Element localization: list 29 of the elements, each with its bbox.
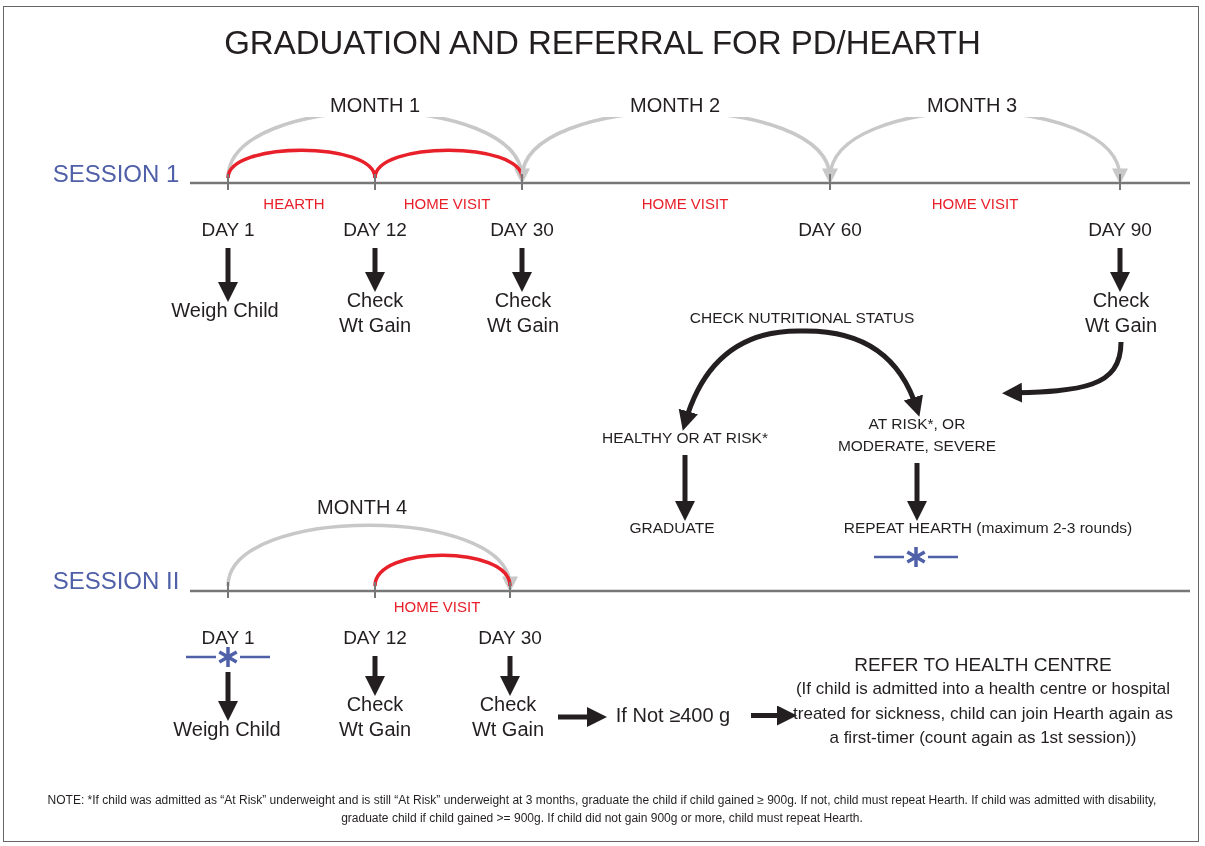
day-label: DAY 30 [489,218,555,242]
paragraph: (If child is admitted into a health centre or hospital treated for sickness, child can join Hearth again as a first-timer (count again as 1st session)) [793,678,1173,749]
status-label: GRADUATE [617,517,727,539]
day-label: DAY 12 [342,218,408,242]
day-label: DAY 90 [1087,218,1153,242]
step-label: Check Wt Gain [333,288,417,338]
title: GRADUATION AND REFERRAL FOR PD/HEARTH [223,24,982,62]
status-label: HEALTHY OR AT RISK* [595,427,775,449]
status-label: AT RISK*, OR MODERATE, SEVERE [832,413,1002,457]
status-label: REPEAT HEARTH (maximum 2-3 rounds) [828,517,1148,539]
step-label: Check Wt Gain [481,288,565,338]
session-label: SESSION 1 [51,160,181,188]
day-label: DAY 1 [200,218,256,242]
day-label: DAY 30 [477,626,543,650]
note: NOTE: *If child was admitted as “At Risk” underweight and is still “At Risk” underweight at 3 months, graduate the child if child gained ≥ 900g. If not, child must repeat Hearth. If child was admitted with disability, graduate child if child gained >= 900g. If child did not gain 900g or more, child must repeat Hearth. [46,792,1158,827]
day-label: DAY 60 [797,218,863,242]
activity-label: HOME VISIT [640,195,730,212]
step-label: Weigh Child [160,298,290,323]
heading: REFER TO HEALTH CENTRE [853,653,1113,677]
step-label: Check Wt Gain [333,692,417,742]
day-label: DAY 1 [200,626,256,650]
step-label: Check Wt Gain [466,692,550,742]
day-label: DAY 12 [342,626,408,650]
step-label: Weigh Child [162,717,292,742]
activity-label: HOME VISIT [930,195,1020,212]
step-label: If Not ≥400 g [603,703,743,728]
step-label: Check Wt Gain [1079,288,1163,338]
status-label: CHECK NUTRITIONAL STATUS [677,307,927,329]
session-label: SESSION II [51,567,181,595]
